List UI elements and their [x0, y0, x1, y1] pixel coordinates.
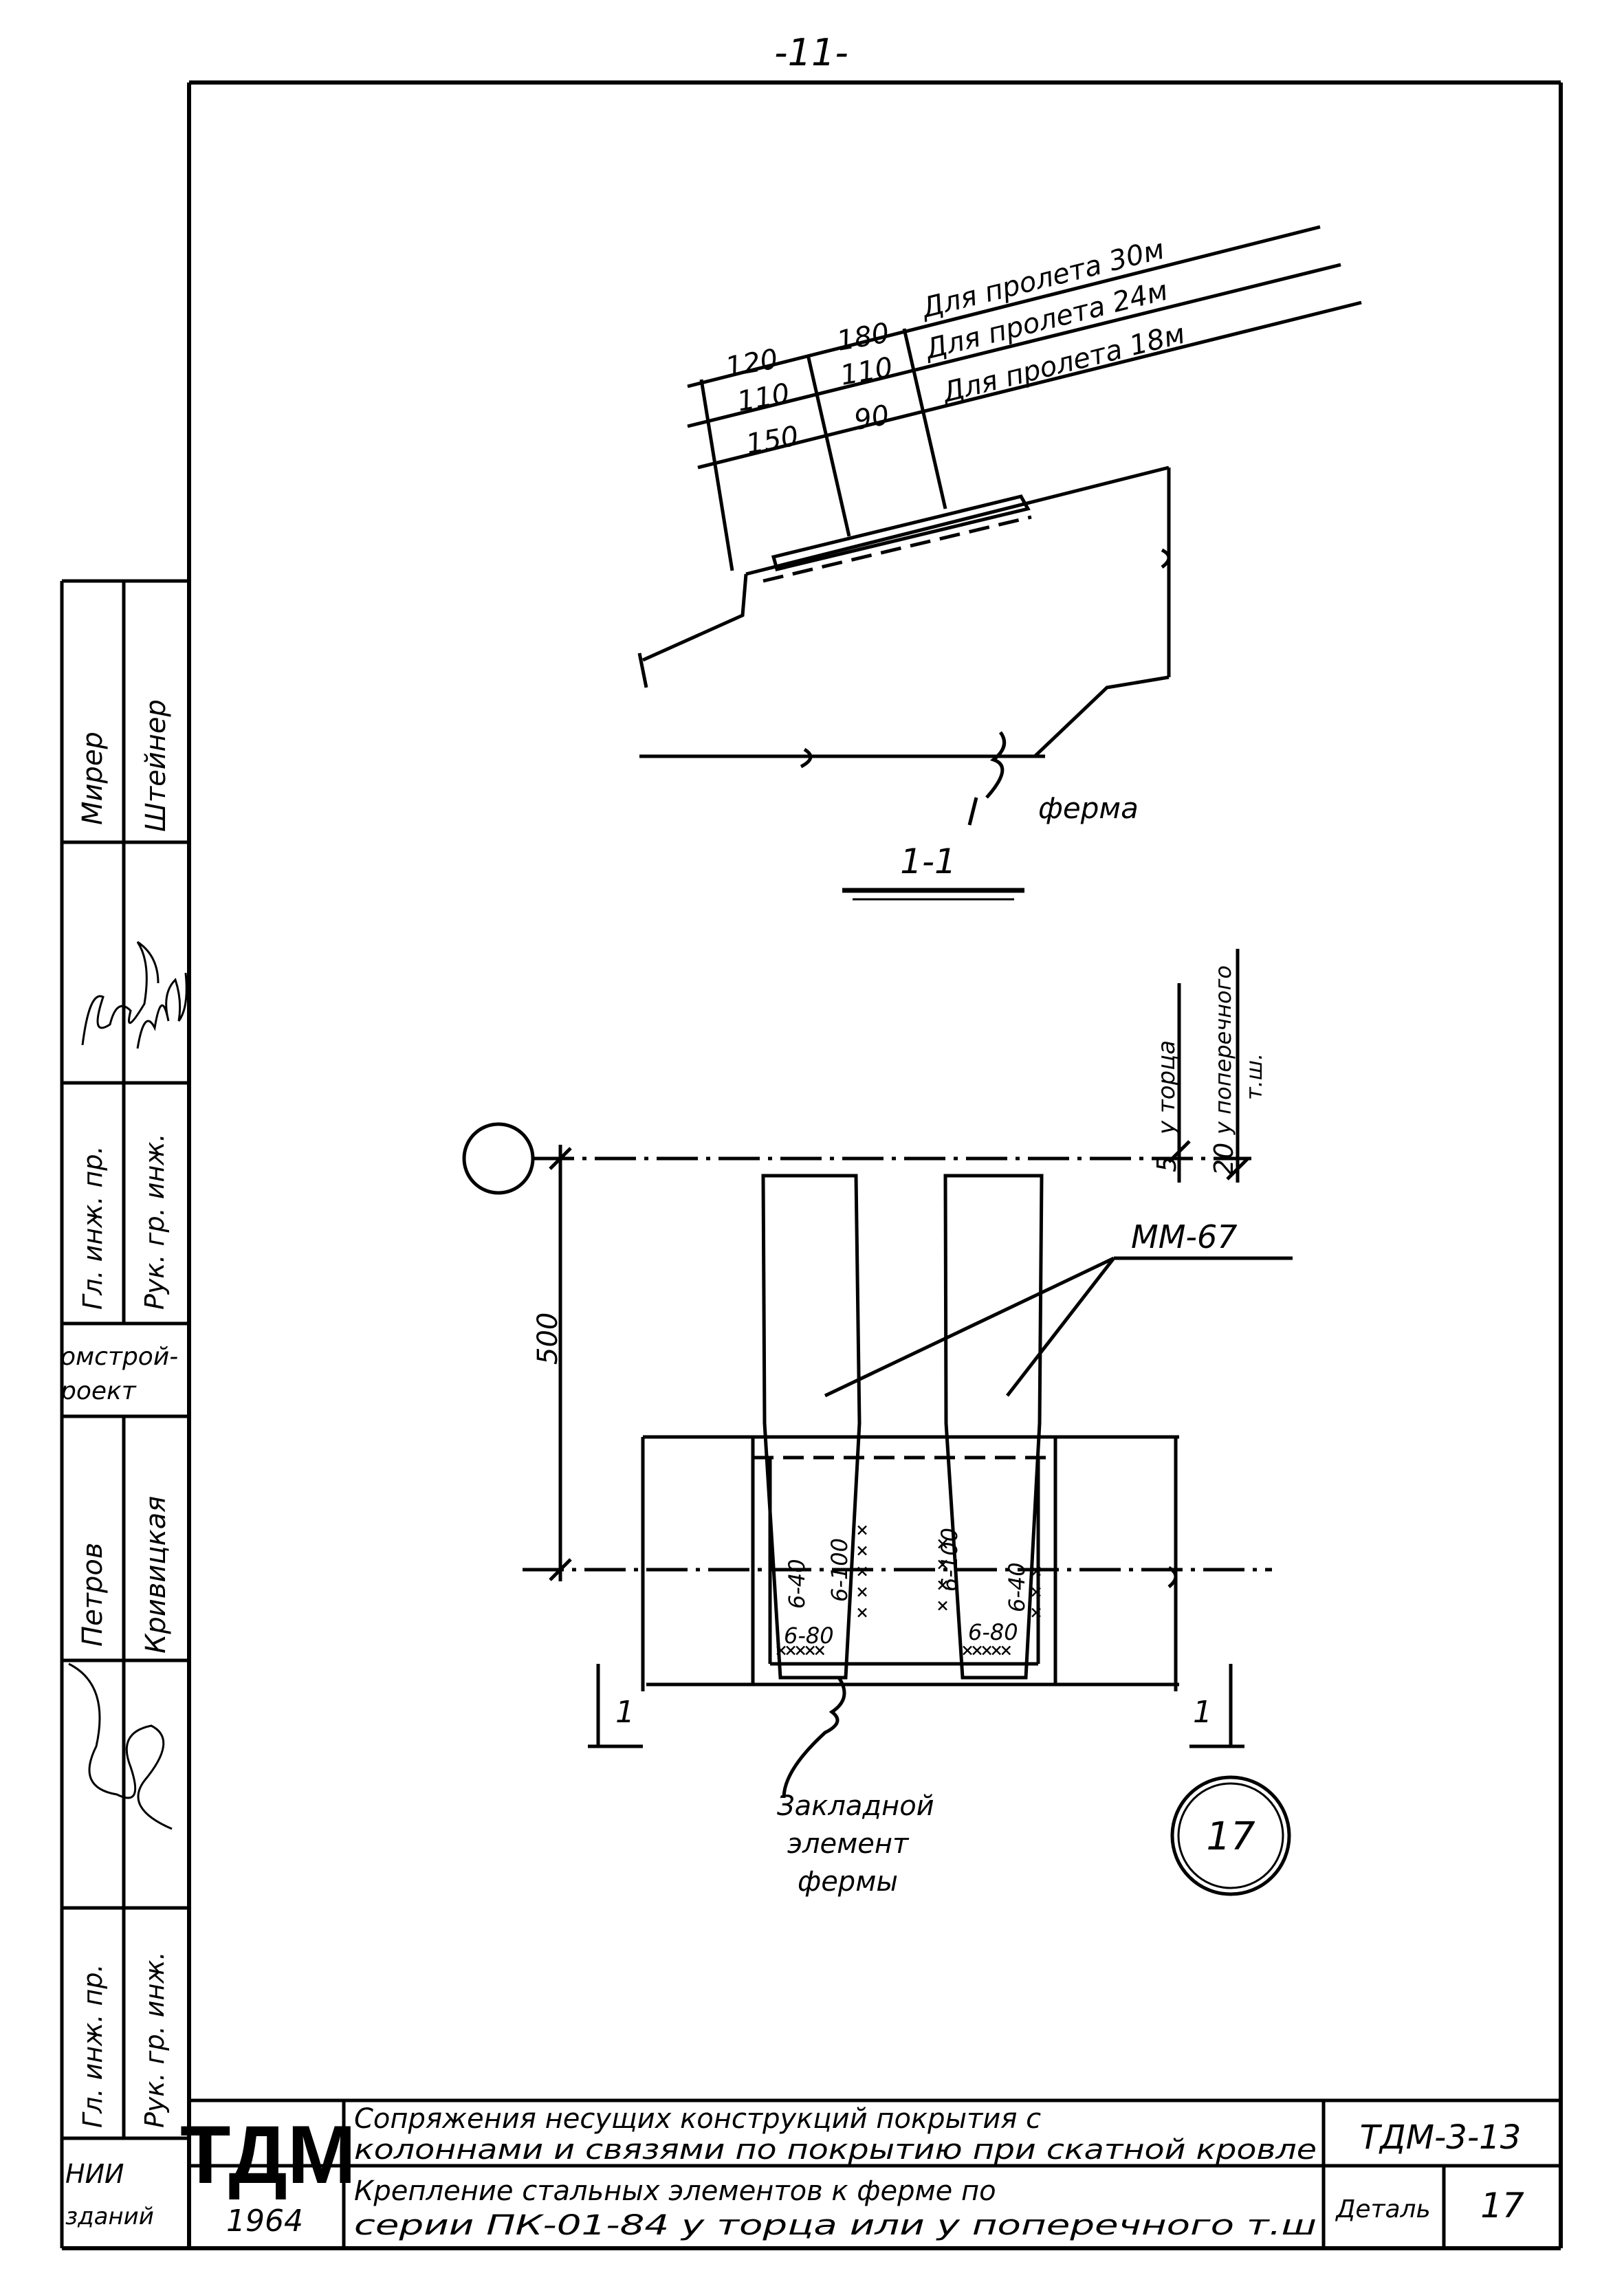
embedded-label-3: фермы	[798, 1866, 898, 1898]
weld-left-bottom: 6-80	[784, 1623, 834, 1649]
dim-500: 500	[532, 1313, 564, 1365]
dim-110-right: 110	[838, 351, 895, 392]
axis-bubble	[462, 1122, 535, 1195]
year: 1964	[226, 2204, 303, 2239]
cut-label-left: 1	[615, 1695, 635, 1730]
detail-number-title: 17	[1480, 2186, 1524, 2226]
side-stamp	[60, 579, 189, 2248]
title-line-2: колоннами и связями по покрытию при скат…	[354, 2134, 1317, 2166]
weld-right-side: 6-40	[1004, 1562, 1030, 1612]
org-top-1: омстрой-	[61, 1343, 178, 1371]
sheet-frame	[62, 80, 1563, 2250]
dim-150: 150	[744, 420, 801, 461]
title-block-text: ТДМ 1964 Сопряжения несущих конструкций …	[180, 2103, 1524, 2241]
svg-text:×××××: ×××××	[961, 1638, 1011, 1662]
weld-right-inner: 6-100	[936, 1528, 963, 1592]
name-petrov: Петров	[77, 1543, 109, 1647]
embedded-label-2: элемент	[787, 1828, 910, 1860]
role-gl-inzh-top: Гл. инж. пр.	[78, 1145, 108, 1310]
dim-90: 90	[852, 399, 892, 437]
tdm-logo: ТДМ	[180, 2109, 356, 2201]
dim-180: 180	[835, 317, 892, 358]
org-bottom-1: НИИ	[65, 2159, 124, 2189]
name-mirer: Мирер	[77, 732, 109, 825]
dim-110-left: 110	[735, 377, 792, 418]
weld-left-inner: 6-100	[826, 1538, 853, 1602]
dim-5: 5	[1152, 1156, 1182, 1172]
dim-120: 120	[723, 343, 780, 384]
title-line-1: Сопряжения несущих конструкций покрытия …	[354, 2103, 1041, 2135]
detail-bubble	[1170, 1775, 1291, 1896]
role-gl-inzh-bottom: Гл. инж. пр.	[78, 1964, 108, 2128]
svg-text:×××××: ×××××	[775, 1638, 824, 1662]
truss-label: ферма	[1038, 791, 1139, 825]
weld-left-side: 6-40	[784, 1559, 810, 1609]
section-mark: 1-1	[900, 842, 956, 881]
role-ruk-gr-top: Рук. гр. инж.	[140, 1133, 170, 1310]
signature-shteiner	[136, 972, 188, 1049]
svg-text:×: ×	[936, 1594, 947, 1618]
embedded-label-1: Закладной	[777, 1790, 934, 1822]
svg-text:×: ×	[856, 1601, 867, 1625]
label-transverse-2: т.ш.	[1241, 1053, 1267, 1100]
doc-code: ТДМ-3-13	[1360, 2118, 1522, 2157]
org-top-2: роект	[60, 1377, 137, 1405]
plan-labels: 500 5 20 у торца у поперечного т.ш. ММ-6…	[532, 965, 1267, 1898]
signature-mirer	[81, 941, 160, 1046]
dim-20: 20	[1209, 1143, 1239, 1176]
label-end: у торца	[1153, 1040, 1181, 1135]
weld-right-bottom: 6-80	[968, 1619, 1018, 1645]
org-bottom-2: зданий	[65, 2203, 154, 2230]
subtitle-line-1: Крепление стальных элементов к ферме по	[354, 2175, 996, 2207]
plan-view	[462, 949, 1293, 1896]
role-ruk-gr-bottom: Рук. гр. инж.	[140, 1951, 170, 2128]
element-mark: ММ-67	[1131, 1218, 1238, 1255]
side-stamp-text: Мирер Штейнер Гл. инж. пр. Рук. гр. инж.…	[60, 699, 178, 2230]
name-krivitskaya: Кривицкая	[140, 1496, 172, 1654]
page-number: -11-	[774, 31, 848, 74]
svg-text:×: ×	[1030, 1601, 1041, 1625]
detail-number: 17	[1206, 1814, 1255, 1859]
name-shteiner: Штейнер	[140, 699, 172, 832]
cut-label-right: 1	[1193, 1695, 1212, 1730]
title-block	[189, 2098, 1561, 2248]
section-dimensions: 120 180 110 110 150 90 Для пролета 30м Д…	[723, 234, 1188, 881]
subtitle-line-2: серии ПК-01-84 у торца или у поперечного…	[354, 2210, 1317, 2241]
label-transverse-1: у поперечного	[1210, 965, 1236, 1135]
detail-label: Деталь	[1335, 2195, 1431, 2223]
section-1-1	[637, 225, 1362, 901]
signature-bottom	[68, 1662, 173, 1830]
